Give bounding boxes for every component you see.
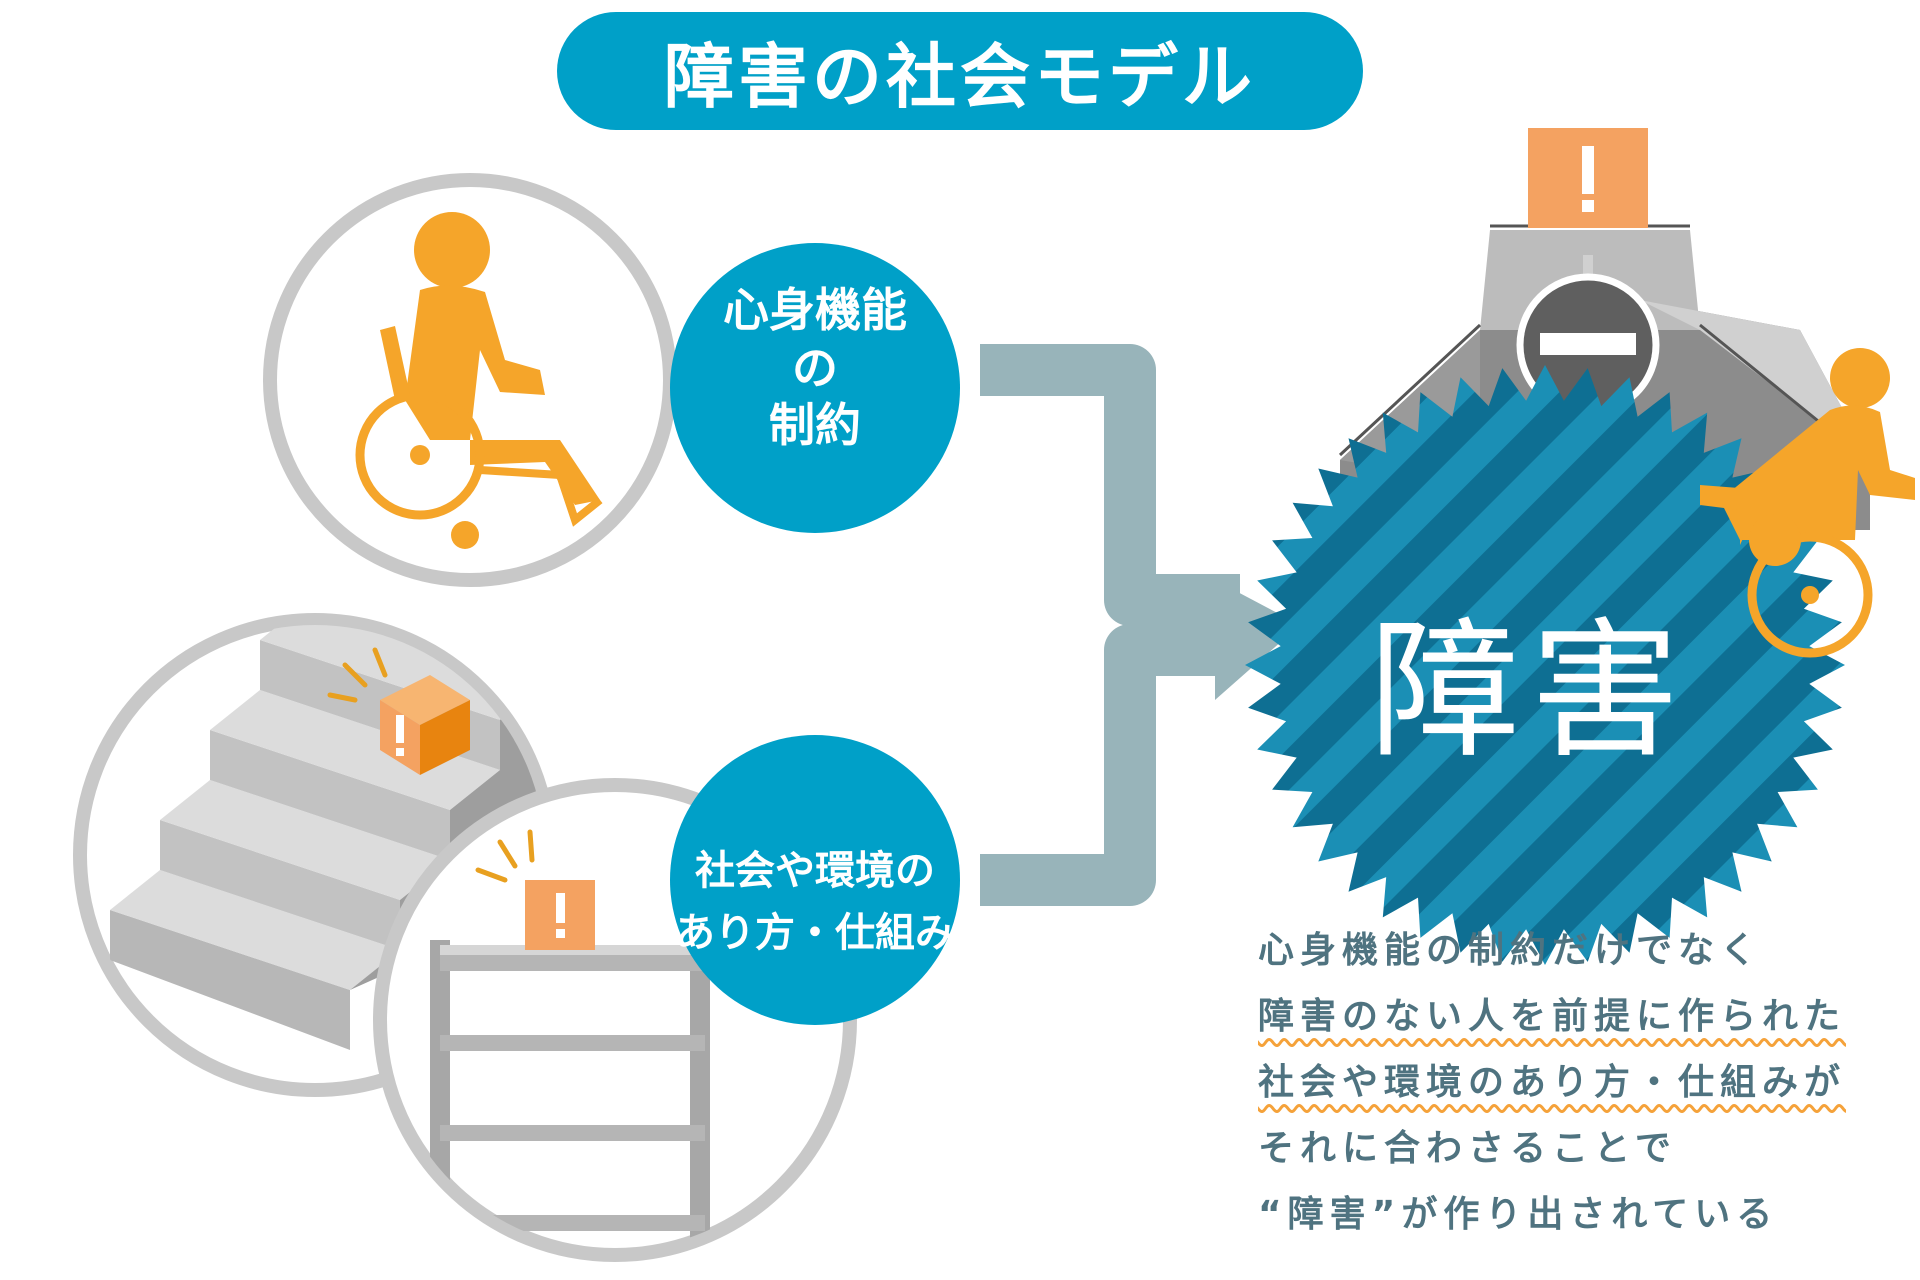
page-title: 障害の社会モデル [557, 12, 1363, 130]
description-line: それに合わさることで [1258, 1128, 1677, 1169]
wheelchair-user-icon [355, 212, 603, 549]
warning-box-icon [475, 829, 595, 950]
description-line-highlight: 社会や環境のあり方・仕組みが [1258, 1062, 1847, 1103]
factor-label-social: 社会や環境の あり方・仕組み [675, 848, 955, 956]
disability-starburst [1245, 365, 1845, 965]
arrow-head [1215, 580, 1300, 700]
factor-label-physical: 心身機能 の 制約 [723, 283, 907, 452]
factor-circle-social [670, 735, 960, 1025]
factor-circle-physical [670, 243, 960, 533]
stairs-circle [73, 613, 557, 1097]
wheelchair-user-circle [263, 173, 677, 587]
merge-arrow [980, 344, 1240, 906]
disability-label: 障害 [1370, 605, 1691, 779]
description: 心身機能の制約だけでなく 障害のない人を前提に作られた 社会や環境のあり方・仕組… [1258, 918, 1898, 1248]
description-line: 心身機能の制約だけでなく [1258, 930, 1763, 971]
no-entry-sign-icon [1516, 273, 1660, 417]
wheelchair-user-icon [1700, 348, 1915, 658]
warning-box-icon [327, 647, 470, 775]
description-line-highlight: 障害のない人を前提に作られた [1258, 996, 1847, 1037]
description-line: “障害”が作り出されている [1258, 1194, 1779, 1235]
